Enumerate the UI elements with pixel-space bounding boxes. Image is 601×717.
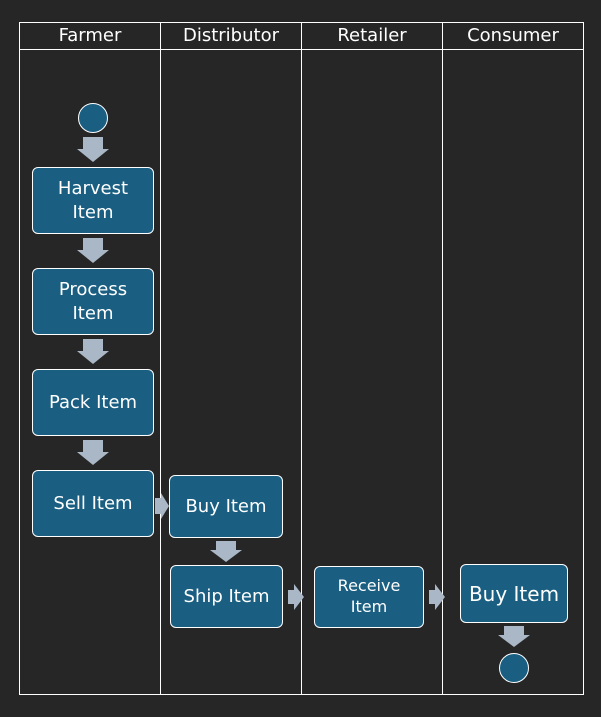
step-label: Sell Item: [53, 492, 133, 514]
step-harvest-item: Harvest Item: [32, 167, 154, 234]
arrow-down-icon: [77, 238, 109, 263]
arrow-down-icon: [498, 626, 530, 647]
end-node: [499, 653, 529, 683]
step-ship-item: Ship Item: [170, 565, 283, 628]
step-buy-item-consumer: Buy Item: [460, 564, 568, 623]
step-label: Buy Item: [185, 495, 267, 517]
step-receive-item: Receive Item: [314, 566, 424, 628]
arrow-right-icon: [155, 493, 169, 519]
step-label: Process Item: [58, 279, 128, 324]
step-label: Harvest Item: [57, 178, 129, 223]
arrow-down-icon: [210, 541, 242, 562]
lane-header-distributor: Distributor: [182, 25, 279, 46]
lane-header-consumer: Consumer: [467, 25, 559, 46]
arrow-down-icon: [77, 339, 109, 364]
step-label: Ship Item: [183, 585, 270, 607]
step-sell-item: Sell Item: [32, 470, 154, 537]
arrow-down-icon: [77, 137, 109, 162]
lane-header-retailer: Retailer: [337, 25, 407, 46]
step-label: Buy Item: [468, 581, 560, 606]
start-node: [78, 103, 108, 133]
lane-header-farmer: Farmer: [58, 25, 122, 46]
arrow-down-icon: [77, 440, 109, 465]
step-label: Receive Item: [337, 576, 401, 616]
step-buy-item-distributor: Buy Item: [169, 475, 283, 538]
step-pack-item: Pack Item: [32, 369, 154, 436]
step-process-item: Process Item: [32, 268, 154, 335]
arrow-right-icon: [288, 584, 304, 610]
step-label: Pack Item: [48, 391, 138, 413]
arrow-right-icon: [429, 584, 445, 610]
